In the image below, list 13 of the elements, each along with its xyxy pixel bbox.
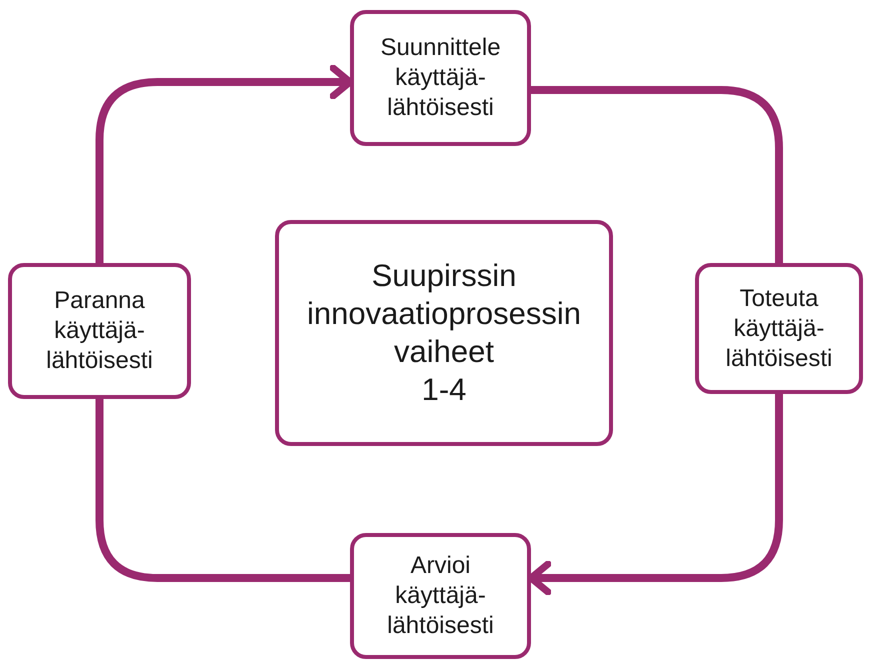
stage-box xyxy=(8,263,191,399)
stage-box xyxy=(350,10,531,146)
stage-label: Paranna käyttäjä- lähtöisesti xyxy=(45,286,154,376)
title-text: Suupirssin innovaatioprosessin vaiheet xyxy=(306,257,582,371)
connector-line xyxy=(531,86,783,263)
title-text: 1-4 xyxy=(422,370,466,409)
connector-line xyxy=(96,399,350,582)
stage-label: Toteuta käyttäjä- lähtöisesti xyxy=(724,284,834,374)
stage-label: Suunnittele käyttäjä- lähtöisesti xyxy=(379,33,502,123)
stage-box xyxy=(350,533,531,659)
stage-label: Arvioi käyttäjä- lähtöisesti xyxy=(386,551,495,641)
title-box xyxy=(275,220,613,446)
stage-box xyxy=(695,263,863,394)
